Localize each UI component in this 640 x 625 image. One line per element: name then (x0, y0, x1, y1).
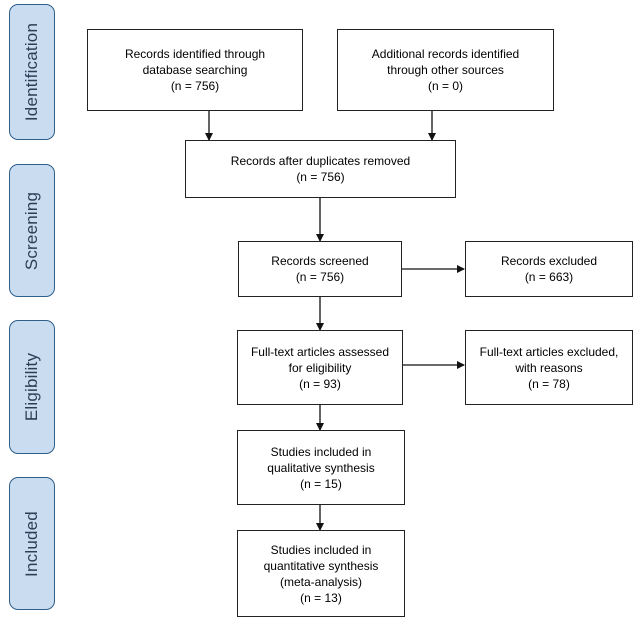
quantitative-line3: (meta-analysis) (279, 574, 363, 589)
box-fulltext-excluded: Full-text articles excluded, with reason… (465, 330, 633, 405)
fulltext-assessed-line1: Full-text articles assessed (250, 344, 390, 359)
fulltext-excluded-line2: with reasons (515, 360, 583, 375)
box-after-duplicates: Records after duplicates removed (n = 75… (185, 140, 456, 198)
box-quantitative-synthesis: Studies included in quantitative synthes… (237, 530, 405, 617)
after-duplicates-count: (n = 756) (296, 170, 345, 184)
after-duplicates-line1: Records after duplicates removed (230, 154, 411, 168)
fulltext-assessed-count: (n = 93) (299, 376, 341, 391)
quantitative-line1: Studies included in (270, 542, 372, 557)
records-screened-line1: Records screened (271, 254, 369, 268)
database-records-line1: Records identified through (124, 47, 266, 61)
box-fulltext-assessed: Full-text articles assessed for eligibil… (237, 330, 403, 405)
phase-included: Included (9, 477, 55, 610)
records-excluded-line1: Records excluded (500, 254, 598, 268)
quantitative-line2: quantitative synthesis (263, 558, 379, 573)
box-qualitative-synthesis: Studies included in qualitative synthesi… (237, 430, 405, 505)
box-database-records: Records identified through database sear… (87, 29, 303, 111)
phase-identification: Identification (9, 4, 55, 140)
fulltext-assessed-line2: for eligibility (288, 360, 352, 375)
fulltext-excluded-count: (n = 78) (528, 376, 570, 391)
records-excluded-count: (n = 663) (524, 270, 574, 284)
records-screened-count: (n = 756) (295, 270, 345, 284)
other-records-count: (n = 0) (427, 79, 463, 93)
box-other-records: Additional records identified through ot… (337, 29, 554, 111)
fulltext-excluded-line1: Full-text articles excluded, (479, 344, 619, 359)
phase-screening: Screening (9, 164, 55, 297)
database-records-count: (n = 756) (170, 79, 220, 93)
qualitative-line2: qualitative synthesis (267, 460, 375, 475)
other-records-line2: through other sources (387, 63, 504, 77)
quantitative-count: (n = 13) (300, 590, 342, 605)
phase-eligibility: Eligibility (9, 320, 55, 454)
box-records-excluded: Records excluded (n = 663) (465, 241, 633, 297)
box-records-screened: Records screened (n = 756) (238, 241, 402, 297)
database-records-line2: database searching (142, 63, 248, 77)
qualitative-line1: Studies included in (270, 444, 372, 459)
qualitative-count: (n = 15) (300, 476, 342, 491)
other-records-line1: Additional records identified (371, 47, 520, 61)
